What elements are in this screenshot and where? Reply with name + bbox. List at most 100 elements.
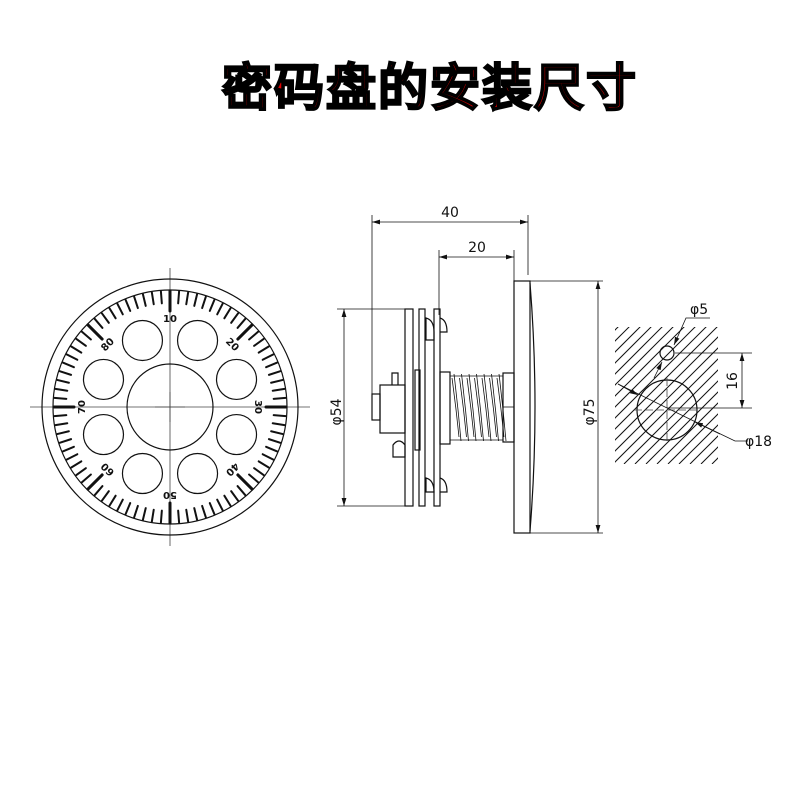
scale-tick <box>236 317 247 329</box>
number-holes <box>82 319 258 495</box>
scale-tick <box>159 509 163 524</box>
hatch-line <box>615 327 663 375</box>
scale-tick <box>272 396 287 400</box>
scale-tick <box>236 485 247 497</box>
scale-tick <box>177 509 181 524</box>
small-hole <box>659 345 675 361</box>
scale-tick <box>261 453 275 461</box>
scale-tick <box>253 337 265 347</box>
number-hole <box>176 452 219 495</box>
scale-tick <box>54 387 69 392</box>
scale-tick <box>216 498 224 512</box>
scale-tick <box>124 502 132 516</box>
page-title: 密码盘的安装尺寸 <box>221 58 638 118</box>
number-hole <box>215 413 258 456</box>
hatch-line <box>667 413 718 464</box>
number-hole <box>121 452 164 495</box>
dim-large-hole: φ18 <box>745 434 772 450</box>
hatch-line <box>789 324 800 464</box>
rear-boss <box>379 384 406 434</box>
scale-tick <box>236 323 254 341</box>
knob-face-curve <box>529 282 536 532</box>
scale-tick <box>193 293 199 307</box>
scale-tick <box>253 467 265 477</box>
scale-tick <box>150 291 155 306</box>
scale-tick <box>93 485 104 497</box>
scale-tick <box>270 430 284 436</box>
scale-tick <box>267 370 282 376</box>
hatch-line <box>778 324 800 464</box>
scale-tick <box>65 353 79 361</box>
number-hole <box>176 319 219 362</box>
scale-tick <box>108 494 117 507</box>
scale-tick <box>70 345 83 354</box>
scale-tick <box>177 290 181 305</box>
scale-tick <box>159 290 163 305</box>
scale-tick <box>75 337 87 347</box>
front-plate <box>433 308 441 507</box>
scale-tick <box>116 302 124 316</box>
scale-tick <box>185 291 190 306</box>
number-hole <box>121 319 164 362</box>
scale-label: 30 <box>252 400 263 414</box>
scale-tick <box>248 473 260 484</box>
side-view: 40 20 φ54 φ75 <box>329 205 603 534</box>
scale-tick <box>108 307 117 320</box>
hatch-line <box>615 327 652 364</box>
scale-tick <box>75 467 87 477</box>
hatch-line <box>634 380 718 464</box>
knob <box>513 280 531 534</box>
scale-label: 10 <box>163 314 177 325</box>
number-hole <box>82 413 125 456</box>
scale-tick <box>267 438 282 444</box>
scale-tick <box>93 317 104 329</box>
scale-tick <box>223 307 232 320</box>
scale-tick <box>58 370 73 376</box>
scale-tick <box>208 502 216 516</box>
scale-tick <box>185 508 190 523</box>
scale-tick <box>236 473 254 491</box>
hatch-line <box>645 391 718 464</box>
scale-tick <box>100 312 110 324</box>
scale-tick <box>271 387 286 392</box>
scale-tick <box>193 507 199 521</box>
hatch-line <box>615 327 674 386</box>
scale-tick <box>61 361 75 369</box>
number-hole <box>82 358 125 401</box>
scale-tick <box>265 361 279 369</box>
hatch-line <box>656 402 718 464</box>
scale-tick <box>261 353 275 361</box>
middle-plate <box>418 308 426 507</box>
spring <box>450 373 507 442</box>
hatch-line <box>426 324 566 464</box>
scale-tick <box>80 330 92 341</box>
center-hole <box>126 363 214 451</box>
hatch-line <box>615 336 718 441</box>
scale-tick <box>58 438 73 444</box>
hatch-line <box>615 358 718 463</box>
hatch-line <box>437 324 577 464</box>
hatch-line <box>615 327 696 408</box>
scale-tick <box>141 293 147 307</box>
mounting-hole-section: φ5 16 φ5 φ18 <box>426 302 800 464</box>
scale-tick <box>65 453 79 461</box>
dim-shaft-length: 20 <box>468 240 486 256</box>
outer-rim <box>41 278 299 536</box>
scale-tick <box>54 422 69 427</box>
scale-tick <box>271 422 286 427</box>
scale-tick <box>133 504 139 519</box>
scale-tick <box>208 298 216 312</box>
scale-label: 70 <box>77 400 88 414</box>
scale-tick <box>230 312 240 324</box>
dim-body-diameter: φ54 <box>329 398 345 425</box>
scale-tick <box>56 430 70 436</box>
hatch-line <box>470 324 610 464</box>
scale-ticks <box>52 289 288 525</box>
scale-tick <box>124 298 132 312</box>
back-plate <box>404 308 414 507</box>
scale-tick <box>53 414 68 418</box>
hatch-line <box>623 369 718 464</box>
hatch-line <box>459 324 599 464</box>
scale-tick <box>141 507 147 521</box>
